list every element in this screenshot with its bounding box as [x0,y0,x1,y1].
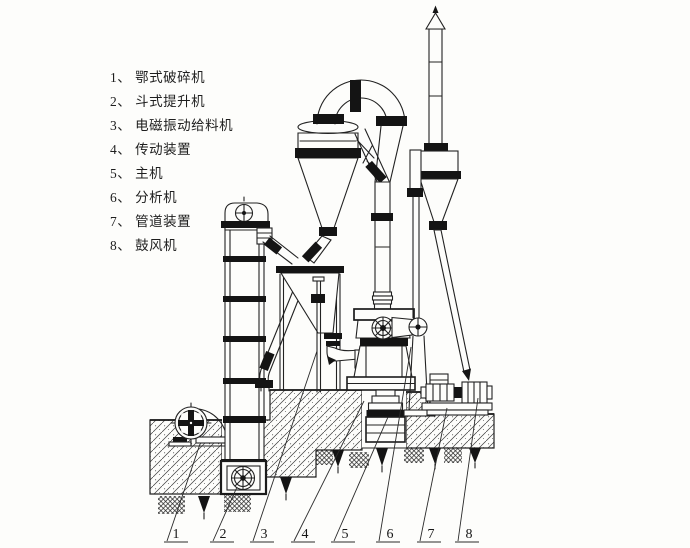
svg-text:5: 5 [342,527,349,542]
legend-item-3: 3、 电磁振动给料机 [110,118,234,133]
parts-legend: 1、 鄂式破碎机 2、 斗式提升机 3、 电磁振动给料机 4、 传动装置 5、 … [110,66,233,258]
gear-reducer [365,389,406,443]
cyclone-collector [295,119,361,264]
bucket-elevator [221,196,299,467]
callout-3: 3 [250,350,318,543]
callout-4: 4 [291,400,365,543]
legend-item-1: 1、 鄂式破碎机 [110,70,206,85]
callout-6: 6 [376,346,412,543]
analyzer-drive [391,316,428,339]
callout-1: 1 [164,443,201,543]
riser-pipe [371,181,394,310]
exhaust-chimney [424,5,448,151]
small-cyclone [407,149,461,319]
legend-item-5: 5、 主机 [110,166,164,181]
svg-text:8: 8 [466,527,473,542]
u-bend-pipe [313,79,407,183]
callout-2: 2 [210,486,238,543]
legend-item-8: 8、 鼓风机 [110,238,178,253]
lattice-brace [354,128,390,189]
cyclone-discharge-pipe [433,229,471,381]
blower [420,381,493,416]
jaw-crusher [167,402,233,447]
svg-text:2: 2 [220,527,227,542]
svg-text:7: 7 [428,527,435,542]
legend-item-2: 2、 斗式提升机 [110,94,206,109]
svg-text:3: 3 [261,527,268,542]
svg-text:1: 1 [173,527,180,542]
ground-anchors [158,448,481,520]
callout-8: 8 [455,397,479,543]
legend-item-4: 4、 传动装置 [110,142,192,157]
svg-text:6: 6 [387,527,394,542]
callouts: 1 2 3 4 5 6 7 [164,346,479,543]
legend-item-6: 6、 分析机 [110,190,178,205]
elevator-boot [219,459,268,496]
callout-7: 7 [417,407,448,543]
legend-item-7: 7、 管道装置 [110,214,192,229]
svg-text:4: 4 [302,527,309,542]
callout-5: 5 [331,416,389,543]
